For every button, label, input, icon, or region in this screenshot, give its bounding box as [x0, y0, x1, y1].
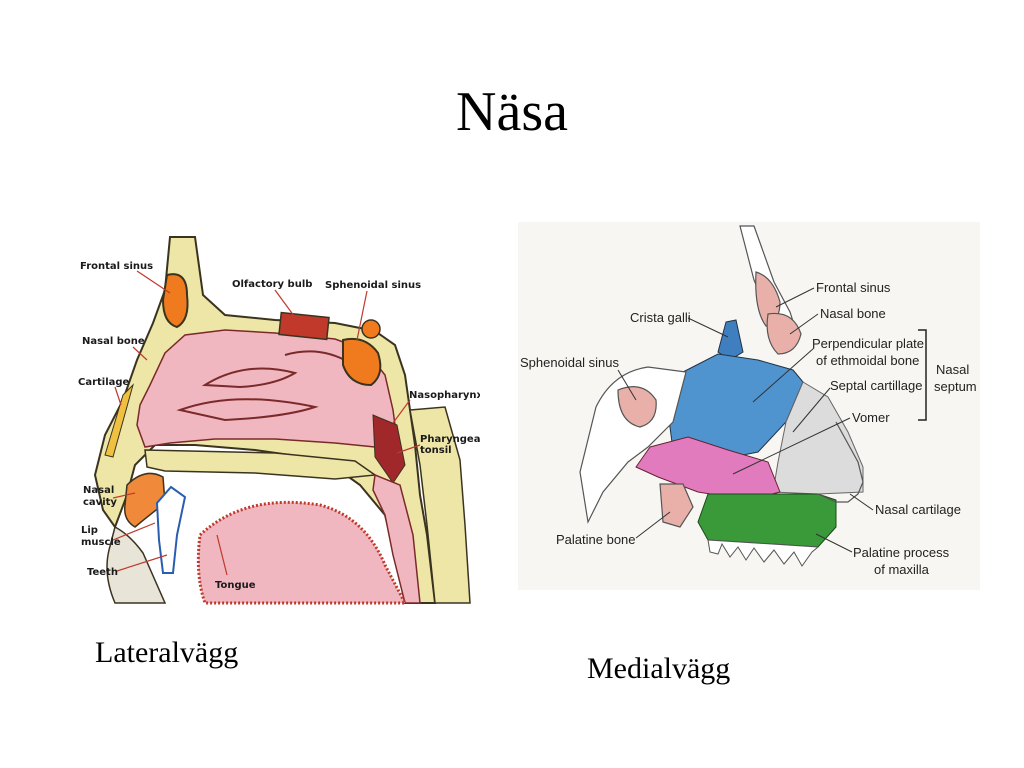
caption-lateral-wall: Lateralvägg	[95, 636, 239, 669]
label-pharyngeal-tonsil-line1: Pharyngeal	[420, 434, 480, 445]
label-nasopharynx: Nasopharynx	[409, 390, 480, 401]
leader-teeth	[116, 554, 168, 572]
label-nasal-bone: Nasal bone	[82, 336, 145, 347]
nasal-bone-shape	[766, 312, 802, 355]
caption-medial-wall: Medialvägg	[587, 652, 731, 685]
label-frontal-sinus: Frontal sinus	[816, 280, 891, 295]
leader-nasal-cavity	[112, 492, 136, 499]
leader-nasal-bone	[789, 313, 819, 335]
label-nasal-septum-line1: Nasal	[936, 362, 969, 377]
slide-title: Näsa	[456, 81, 568, 143]
label-sphenoidal-sinus: Sphenoidal sinus	[520, 355, 620, 370]
label-palatine-bone: Palatine bone	[556, 532, 636, 547]
pharyngeal-tonsil-shape	[372, 414, 406, 484]
leader-vomer	[732, 417, 851, 475]
label-palatine-process-line2: of maxilla	[874, 562, 930, 577]
sphenoid-bone	[579, 366, 687, 524]
nasal-cartilage-shape	[104, 383, 134, 458]
medial-wall-diagram: Frontal sinus Nasal bone Crista galli Pe…	[518, 222, 980, 590]
label-tongue: Tongue	[215, 580, 256, 591]
leader-pharyngeal-tonsil	[396, 444, 421, 454]
leader-sphenoidal-sinus	[617, 369, 637, 401]
label-perpendicular-plate-line1: Perpendicular plate	[812, 336, 924, 351]
label-lip-muscle-line1: Lip	[81, 525, 98, 536]
medial-wall-figure: Frontal sinus Nasal bone Crista galli Pe…	[518, 222, 980, 590]
label-septal-cartilage: Septal cartillage	[830, 378, 923, 393]
frontal-sinus-shape	[161, 273, 189, 329]
hard-palate	[144, 449, 378, 480]
leader-olfactory-bulb	[274, 289, 298, 321]
leader-frontal-sinus	[136, 270, 171, 294]
label-palatine-process-line1: Palatine process	[853, 545, 950, 560]
crista-galli-shape	[717, 319, 744, 361]
olfactory-bulb-shape	[278, 311, 330, 341]
septal-cartilage-shape	[772, 381, 864, 495]
turbinate-upper	[201, 367, 298, 389]
leader-palatine-process	[815, 533, 853, 553]
nasal-septum-bracket	[918, 329, 927, 421]
label-perpendicular-plate-line2: of ethmoidal bone	[816, 353, 919, 368]
leader-crista-galli	[687, 317, 729, 338]
label-frontal-sinus: Frontal sinus	[80, 261, 153, 272]
leader-perpendicular-plate	[752, 347, 815, 403]
lateral-wall-figure: Frontal sinus Olfactory bulb Sphenoidal …	[75, 235, 480, 605]
label-cartilage: Cartilage	[78, 377, 130, 388]
teeth-shape	[155, 485, 187, 574]
leader-tongue	[216, 534, 228, 576]
tongue-shape	[196, 500, 408, 605]
leader-cartilage	[114, 386, 122, 406]
lateral-wall-diagram: Frontal sinus Olfactory bulb Sphenoidal …	[78, 236, 480, 605]
pituitary-shape	[361, 319, 381, 339]
leader-palatine-bone	[635, 511, 671, 539]
label-crista-galli: Crista galli	[630, 310, 691, 325]
leader-septal-cartilage	[792, 387, 831, 433]
palatine-process-shape	[697, 493, 837, 548]
label-nasal-cartilage: Nasal cartilage	[875, 502, 961, 517]
label-nasal-bone: Nasal bone	[820, 306, 886, 321]
nasal-cartilage-outline	[817, 421, 864, 503]
leader-sphenoidal-sinus	[356, 290, 368, 341]
label-olfactory-bulb: Olfactory bulb	[232, 279, 312, 290]
turbinate-middle	[176, 398, 319, 422]
sphenoidal-sinus-shape	[342, 337, 382, 387]
label-nasal-cavity-line2: cavity	[83, 497, 117, 508]
cervical-spine	[409, 406, 471, 604]
label-lip-muscle-line2: muscle	[81, 537, 121, 548]
leader-nasal-bone	[132, 346, 148, 361]
label-teeth: Teeth	[87, 567, 118, 578]
leader-nasopharynx	[392, 399, 411, 424]
leader-frontal-sinus	[775, 287, 815, 308]
label-vomer: Vomer	[852, 410, 890, 425]
leader-nasal-cartilage	[849, 493, 874, 511]
teeth-row	[707, 539, 820, 567]
label-nasal-septum-line2: septum	[934, 379, 977, 394]
leader-lip-muscle	[112, 522, 156, 541]
label-sphenoidal-sinus: Sphenoidal sinus	[325, 280, 421, 291]
label-pharyngeal-tonsil-line2: tonsil	[420, 445, 452, 456]
sphenoidal-sinus-shape	[617, 386, 657, 428]
nasal-vestibule	[123, 472, 166, 528]
label-nasal-cavity-line1: Nasal	[83, 485, 114, 496]
palatine-bone-shape	[659, 483, 694, 528]
